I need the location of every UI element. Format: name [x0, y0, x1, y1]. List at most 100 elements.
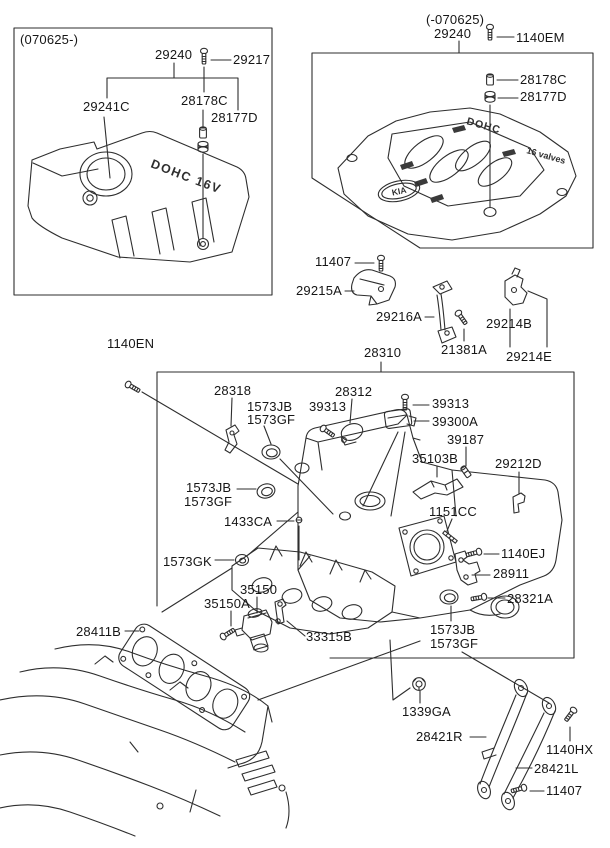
engine-cover-top-drawing: KIA DOHC 16 valves [337, 107, 577, 241]
bolt-icon [199, 47, 209, 65]
part-label-1573JB-top: 1573JB [247, 399, 293, 414]
bolt-icon [376, 254, 386, 272]
part-label-1140EM: 1140EM [516, 30, 565, 45]
part-label-39300A: 39300A [432, 414, 479, 429]
bolt-icon [400, 393, 410, 411]
part-label-29216A: 29216A [376, 309, 423, 324]
part-label-1573GK: 1573GK [163, 554, 212, 569]
part-label-28178C-left: 28178C [181, 93, 228, 108]
leader-lines-main [124, 391, 550, 704]
valve-35150-drawing [234, 608, 273, 653]
part-label-28911: 28911 [493, 566, 530, 581]
variant-box-070625: DOHC 16V [13, 27, 273, 296]
part-label-29214B: 29214B [486, 316, 533, 331]
nut-icon [412, 677, 426, 691]
part-label-29217: 29217 [233, 52, 271, 67]
part-label-29240-right: 29240 [434, 26, 472, 41]
grommet-1573GK-drawing [234, 553, 250, 567]
svg-text:16 valves: 16 valves [525, 145, 566, 166]
bolt-icon [218, 626, 237, 642]
leader-lines-box2 [458, 36, 519, 208]
part-label-1573GF-left: 1573GF [184, 494, 233, 509]
part-label-28177D-right: 28177D [520, 89, 567, 104]
o-ring-icon [439, 589, 459, 605]
part-label-29215A: 29215A [296, 283, 343, 298]
leader-lines-box1 [103, 59, 239, 239]
part-label-28421R: 28421R [416, 729, 463, 744]
part-label-1433CA: 1433CA [224, 514, 273, 529]
plug-39187-drawing [460, 465, 472, 479]
spacer-icon [199, 126, 207, 139]
small-parts [123, 379, 526, 653]
bolt-icon [123, 379, 142, 395]
part-label-29214E: 29214E [506, 349, 553, 364]
part-label-28310: 28310 [364, 345, 402, 360]
part-label-21381A: 21381A [441, 342, 488, 357]
part-label-28411B: 28411B [76, 624, 122, 639]
part-label-35150A: 35150A [204, 596, 251, 611]
grommet-icon [484, 90, 496, 103]
engine-block-drawing [0, 644, 290, 837]
part-label-29240-left: 29240 [155, 47, 193, 62]
part-label-1151CC: 1151CC [429, 504, 477, 519]
stay-28421L-drawing [501, 696, 557, 811]
part-label-11407-bottom: 11407 [546, 783, 583, 798]
part-label-11407-top: 11407 [315, 254, 352, 269]
bracket-parts [344, 254, 548, 373]
part-label-28421L: 28421L [534, 761, 579, 776]
part-label-39313-right: 39313 [432, 396, 470, 411]
kia-logo: KIA [391, 185, 407, 198]
part-label-1573JB-bottom: 1573JB [430, 622, 476, 637]
part-label-28177D-left: 28177D [211, 110, 258, 125]
bolt-icon [509, 783, 529, 796]
bolt-icon [464, 547, 484, 560]
part-label-1140EN: 1140EN [107, 336, 155, 351]
part-label-39313-left: 39313 [309, 399, 347, 414]
main-assembly-box [156, 371, 575, 659]
linkage-33315B-drawing [274, 598, 287, 625]
sensor-28911-drawing [454, 550, 481, 586]
part-label-29212D: 29212D [495, 456, 542, 471]
svg-text:DOHC 16V: DOHC 16V [149, 157, 224, 197]
part-label-35103B: 35103B [412, 451, 459, 466]
variant-label-pre070625: (-070625) [426, 12, 485, 27]
part-label-28321A: 28321A [507, 591, 554, 606]
bracket-29215A-drawing [351, 269, 396, 306]
clip-29212D-drawing [512, 492, 526, 514]
part-label-1339GA: 1339GA [402, 704, 451, 719]
screw-1433CA-drawing [295, 516, 303, 524]
part-label-1140EJ: 1140EJ [501, 546, 546, 561]
part-label-29241C: 29241C [83, 99, 130, 114]
part-label-1140HX: 1140HX [546, 742, 594, 757]
bolt-icon [562, 705, 579, 724]
bolt-icon [470, 592, 488, 604]
svg-text:DOHC: DOHC [465, 115, 502, 136]
bolt-icon [453, 308, 470, 327]
sensor-39300A-drawing [383, 408, 417, 429]
stay-drawings [389, 639, 579, 811]
bracket-29214B-drawing [504, 267, 528, 306]
part-label-33315B: 33315B [306, 629, 353, 644]
engine-cover-side-drawing: DOHC 16V [27, 130, 250, 263]
stud-1151CC-drawing [442, 530, 458, 544]
part-label-1573GF-bottom: 1573GF [430, 636, 479, 651]
variant-label-070625: (070625-) [20, 32, 79, 47]
leader-lines-bottom [389, 639, 571, 792]
stay-28421R-drawing [477, 678, 529, 800]
variant-box-pre070625: KIA DOHC 16 valves [311, 23, 594, 249]
o-ring-icon [254, 481, 278, 501]
intake-manifold-drawing [231, 409, 563, 635]
spacer-icon [486, 73, 494, 86]
part-label-39187: 39187 [447, 432, 485, 447]
bolt-icon [318, 423, 337, 440]
bolt-icon [485, 23, 495, 41]
part-label-1573JB-left: 1573JB [186, 480, 232, 495]
part-label-28312: 28312 [335, 384, 373, 399]
bracket-29216A-drawing [432, 280, 457, 344]
bracket-28318-drawing [224, 424, 240, 454]
manifold-gasket-drawing [118, 623, 251, 731]
bracket-35103B-drawing [412, 478, 464, 500]
part-label-1573GF-top: 1573GF [247, 412, 296, 427]
sensor-28312-drawing [340, 423, 364, 446]
